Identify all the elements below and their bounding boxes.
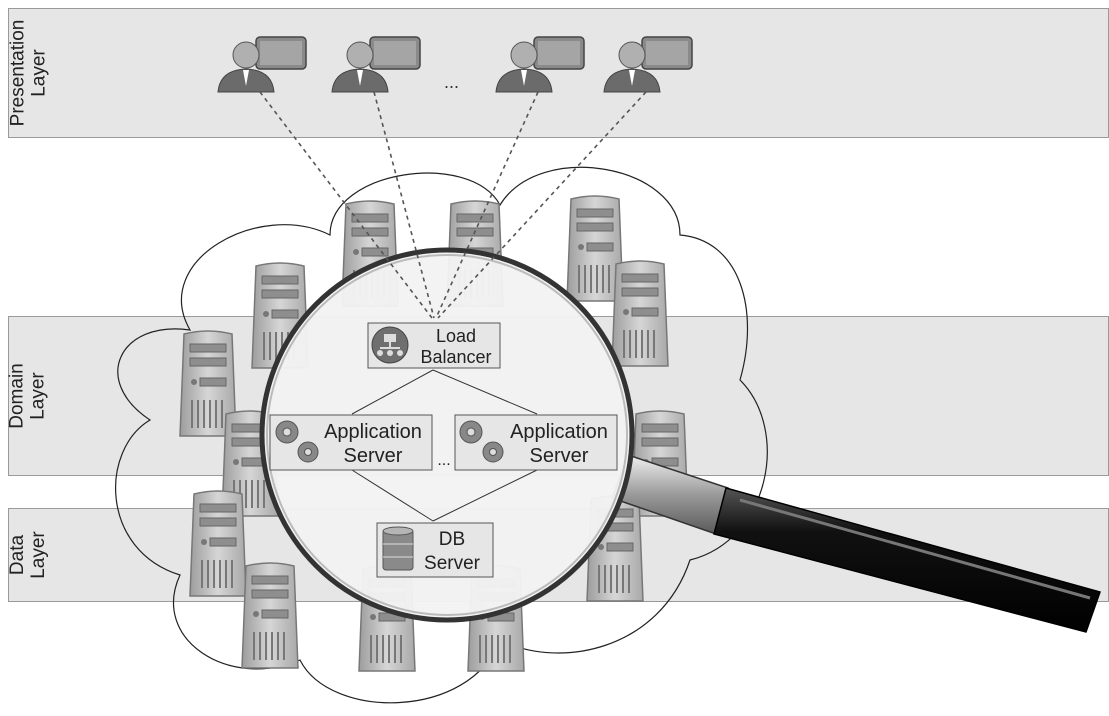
app-server-label-line1: Application bbox=[510, 421, 608, 443]
gears-icon bbox=[275, 420, 319, 463]
server-tower-icon bbox=[189, 490, 247, 597]
user-computer-icon bbox=[603, 36, 693, 93]
app-server-ellipsis: ... bbox=[437, 452, 450, 469]
internal-connections bbox=[351, 369, 538, 522]
database-icon bbox=[382, 526, 414, 571]
load-balancer-label-line1: Load bbox=[436, 326, 476, 346]
server-tower-icon bbox=[241, 562, 299, 669]
user-computer-icon bbox=[331, 36, 421, 93]
clients-ellipsis: ... bbox=[444, 72, 460, 92]
magnifier-handle bbox=[611, 454, 1101, 633]
user-computer-icon bbox=[495, 36, 585, 93]
app-server-label-line2: Server bbox=[530, 445, 589, 467]
magnifier-lens bbox=[259, 247, 635, 623]
app-server-node: Application Server bbox=[454, 414, 618, 471]
user-computer-icon bbox=[217, 36, 307, 93]
server-tower-icon bbox=[611, 260, 669, 367]
db-server-label-line2: Server bbox=[424, 553, 481, 574]
db-server-label-line1: DB bbox=[439, 529, 465, 550]
app-server-node: Application Server bbox=[269, 414, 433, 471]
app-server-label-line2: Server bbox=[344, 445, 403, 467]
load-balancer-node: Load Balancer bbox=[367, 322, 501, 369]
load-balancer-label-line2: Balancer bbox=[420, 347, 491, 367]
app-server-label-line1: Application bbox=[324, 421, 422, 443]
client-connections bbox=[259, 91, 647, 319]
server-cloud bbox=[114, 166, 768, 704]
load-balancer-icon bbox=[371, 326, 409, 364]
presentation-layer-band bbox=[8, 8, 1109, 138]
gears-icon bbox=[459, 420, 504, 463]
db-server-node: DB Server bbox=[376, 522, 494, 578]
